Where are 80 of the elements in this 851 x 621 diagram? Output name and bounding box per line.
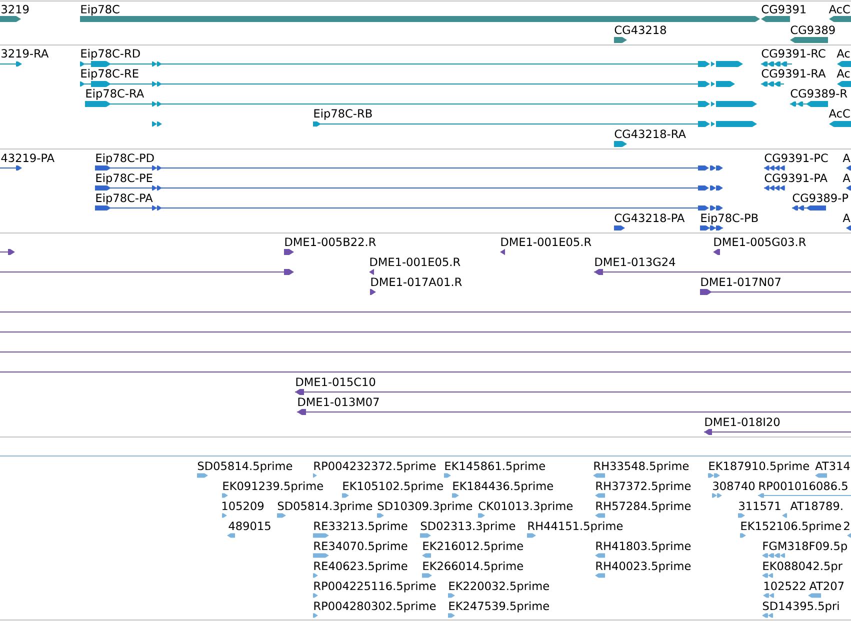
- feature-label: 3219-RA: [2, 49, 49, 58]
- feature-label: DME1-015C10: [296, 378, 376, 386]
- feature-label: AT314: [815, 462, 850, 470]
- feature-label: FGM318F09.5p: [763, 542, 847, 552]
- feature-label: RH41803.5prime: [596, 541, 691, 552]
- feature-label: 2: [844, 522, 850, 530]
- feature-label: EK187910.5prime: [709, 461, 809, 472]
- feature-label: Eip78C-RE: [81, 68, 138, 80]
- feature-label: CG9391-RA: [762, 69, 826, 78]
- feature-label: CG9391-PA: [764, 174, 828, 182]
- feature-label: DME1-001E05.R: [501, 238, 592, 246]
- feature-label: CG9389-R: [790, 89, 848, 98]
- feature-label: 308740: [713, 482, 755, 490]
- feature-label: DME1-005B22.R: [285, 238, 376, 246]
- feature-label: CK01013.3prime: [478, 501, 573, 512]
- feature-label: RE40623.5prime: [314, 561, 408, 572]
- feature-label: 105209: [222, 502, 264, 510]
- feature-label: RP004280302.5prime: [314, 601, 436, 612]
- feature-label: DME1-018I20: [705, 418, 780, 426]
- feature-label: CG9391-RC: [762, 49, 826, 58]
- feature-label: Eip78C-PE: [96, 173, 152, 184]
- feature-label: DME1-005G03.R: [714, 238, 806, 246]
- feature-label: Ac: [836, 69, 850, 78]
- feature-label: A: [842, 174, 850, 182]
- feature-label: SD10309.3prime: [378, 501, 472, 512]
- feature-label: SD05814.3prime: [278, 501, 372, 512]
- feature-label: RH33548.5prime: [594, 461, 689, 472]
- feature-label: A: [842, 214, 850, 222]
- feature-label: CG43218-RA: [614, 130, 686, 138]
- feature-label: DME1-017N07: [701, 278, 780, 286]
- feature-label: Eip78C-PA: [96, 193, 153, 204]
- feature-label: EK184436.5prime: [453, 481, 553, 492]
- feature-label: EK145861.5prime: [445, 461, 545, 472]
- feature-label: CG43218-PA: [614, 214, 685, 222]
- feature-label: CG9389: [790, 26, 835, 34]
- feature-label: 311571: [739, 502, 780, 510]
- feature-label: CG9389-P: [792, 194, 848, 202]
- feature-label: A: [842, 154, 850, 162]
- feature-label: RH57284.5prime: [596, 501, 691, 512]
- feature-label: CG9391: [762, 4, 806, 14]
- feature-label: DME1-013M07: [298, 398, 379, 406]
- feature-label: AT207: [809, 582, 844, 590]
- feature-label: RP004232372.5prime: [314, 461, 436, 472]
- feature-label: EK152106.5prime: [741, 521, 841, 532]
- feature-label: Eip78C-RB: [314, 108, 372, 120]
- feature-label: EK266014.5prime: [423, 561, 523, 572]
- feature-label: RE33213.5prime: [314, 521, 408, 532]
- feature-label: CG9391-PC: [764, 154, 828, 162]
- feature-label: RE34070.5prime: [314, 541, 408, 552]
- feature-label: DME1-017A01.R: [371, 278, 462, 286]
- feature-label: RP001016086.5: [759, 482, 848, 490]
- feature-label: RH37372.5prime: [596, 481, 691, 492]
- feature-label: EK220032.5prime: [449, 581, 549, 592]
- feature-label: RH40023.5prime: [596, 561, 691, 572]
- feature-label: SD05814.5prime: [198, 461, 292, 472]
- feature-label: DME1-013G24: [595, 258, 676, 266]
- feature-label: CG43218: [614, 26, 666, 34]
- feature-label: 3219: [2, 4, 29, 14]
- feature-label: EK088042.5pr: [763, 562, 842, 572]
- feature-label: EK247539.5prime: [449, 601, 549, 612]
- feature-label: RH44151.5prime: [528, 521, 623, 532]
- feature-label: 102522: [764, 582, 806, 590]
- feature-label: DME1-001E05.R: [370, 258, 460, 266]
- feature-label: EK216012.5prime: [423, 541, 523, 552]
- feature-label: Eip78C: [81, 4, 120, 16]
- feature-label: Eip78C-RD: [81, 48, 140, 60]
- feature-label: AT18789.: [790, 502, 842, 510]
- feature-label: Eip78C-RA: [86, 88, 144, 100]
- feature-label: SD14395.5pri: [762, 601, 839, 612]
- feature-label: EK091239.5prime: [223, 481, 323, 492]
- feature-label: AcC: [828, 109, 850, 118]
- feature-label: SD02313.3prime: [420, 521, 516, 532]
- feature-label: 489015: [228, 522, 270, 530]
- feature-label: Eip78C-PD: [96, 153, 154, 164]
- feature-label: Ac: [836, 49, 850, 58]
- feature-label: RP004225116.5prime: [314, 581, 436, 592]
- feature-label: 43219-PA: [1, 154, 54, 162]
- feature-label: Eip78C-PB: [701, 213, 758, 224]
- feature-label: EK105102.5prime: [343, 481, 443, 492]
- feature-label: AcC: [828, 4, 850, 14]
